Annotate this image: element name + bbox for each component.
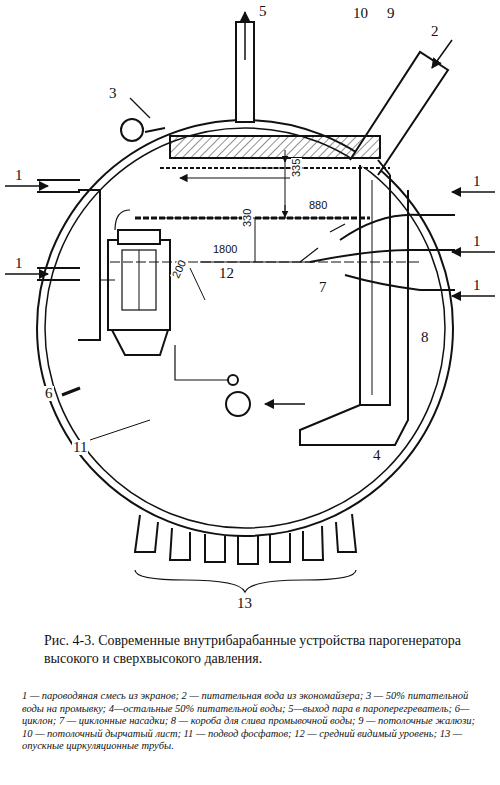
callout-number: 1 [472,234,482,249]
callout-number: 11 [72,440,88,455]
legend-text: 1 — пароводяная смесь из экранов; 2 — пи… [22,690,478,753]
dimension: 1800 [212,244,238,255]
callout-number: 8 [420,330,430,345]
figure-caption: Рис. 4-3. Современные внутрибарабанные у… [44,632,464,667]
callout-number: 1 [14,256,24,271]
callout-number: 6 [44,386,54,401]
callout-number: 1 [472,174,482,189]
callout-number: 4 [372,448,382,463]
dimension: 335 [291,158,302,178]
dimension: 200 [170,258,189,281]
dimension: 330 [242,208,253,228]
callout-number: 2 [430,24,440,39]
callout-number: 13 [236,596,253,611]
callout-number: 1 [14,168,24,183]
dimension: 880 [308,200,328,211]
callout-number: 10 [352,6,369,21]
callout-number: 9 [386,6,396,21]
callout-number: 5 [258,4,268,19]
callout-number: 1 [472,278,482,293]
callout-number: 3 [108,86,118,101]
callout-number: 12 [218,266,235,281]
callout-number: 7 [318,280,328,295]
